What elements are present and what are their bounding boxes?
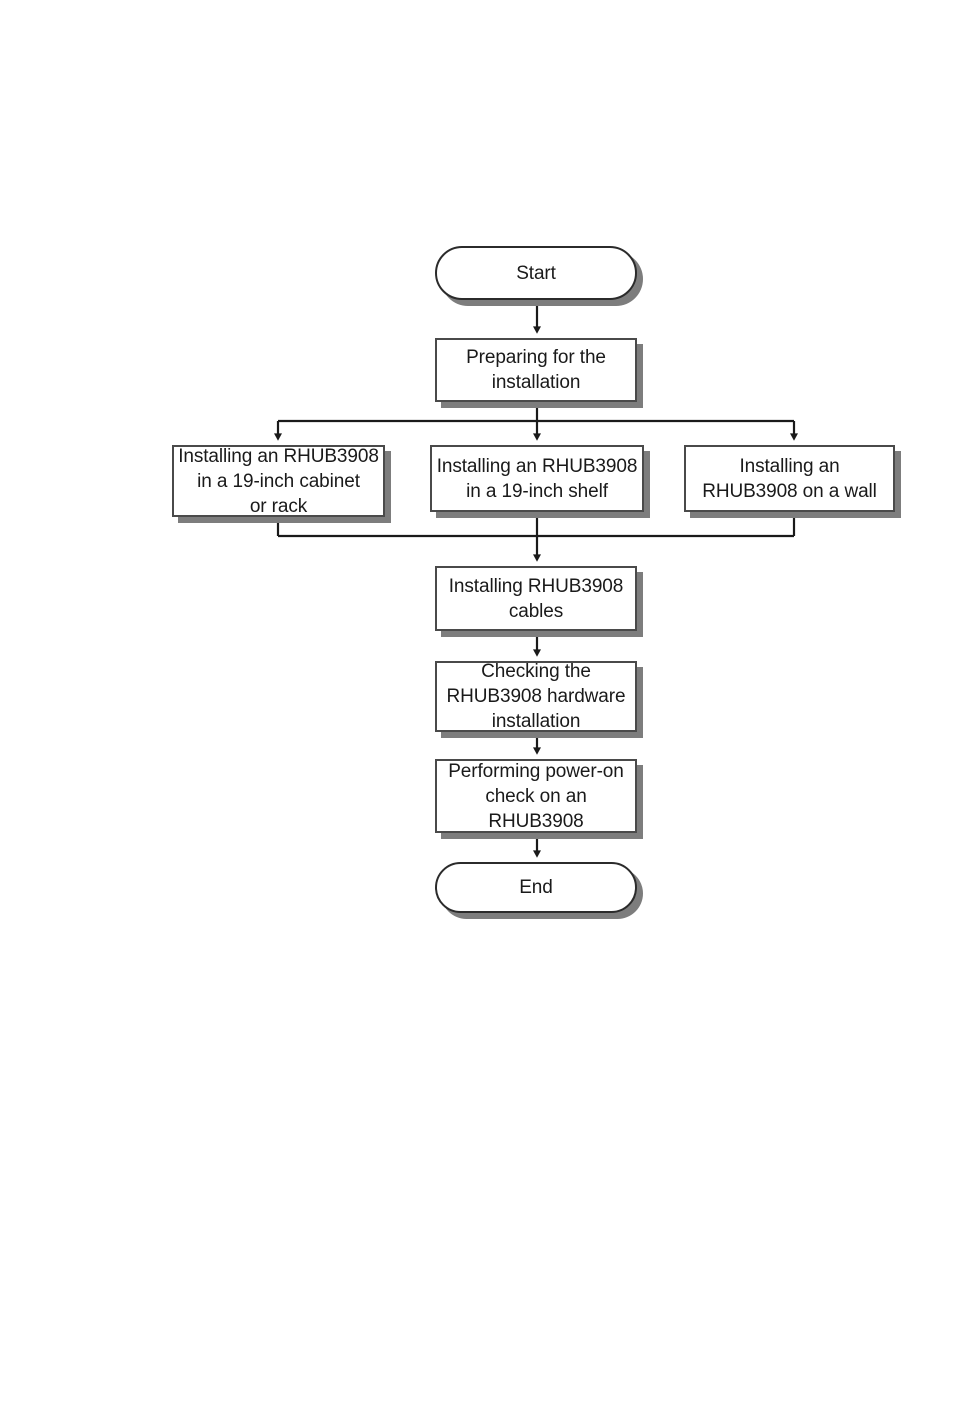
flow-node-performing-power-on-check-label: Performing power-on check on an RHUB3908: [448, 760, 624, 832]
flow-node-preparing-for-the-installation-label: Preparing for the installation: [466, 347, 606, 393]
flow-node-start[interactable]: Start: [435, 246, 637, 300]
flow-node-install-in-shelf-label: Installing an RHUB3908 in a 19-inch shel…: [436, 455, 638, 502]
flow-node-checking-hardware-installation-label: Checking the RHUB3908 hardware installat…: [446, 661, 626, 732]
flow-node-start-label: Start: [516, 262, 556, 284]
flow-node-installing-cables-label: Installing RHUB3908 cables: [448, 575, 624, 622]
flow-node-preparing-for-the-installation[interactable]: Preparing for the installation: [435, 338, 637, 402]
flow-node-install-on-wall-label: Installing an RHUB3908 on a wall: [702, 455, 877, 502]
flow-node-install-in-shelf[interactable]: Installing an RHUB3908 in a 19-inch shel…: [430, 445, 644, 512]
flow-node-installing-cables[interactable]: Installing RHUB3908 cables: [435, 566, 637, 631]
flow-node-end-label: End: [519, 877, 553, 898]
flow-node-end[interactable]: End: [435, 862, 637, 913]
flow-node-install-on-wall[interactable]: Installing an RHUB3908 on a wall: [684, 445, 895, 512]
flow-node-install-in-cabinet-or-rack-label: Installing an RHUB3908 in a 19-inch cabi…: [178, 445, 379, 517]
flow-node-performing-power-on-check[interactable]: Performing power-on check on an RHUB3908: [435, 759, 637, 833]
flow-node-checking-hardware-installation[interactable]: Checking the RHUB3908 hardware installat…: [435, 661, 637, 732]
flow-node-install-in-cabinet-or-rack[interactable]: Installing an RHUB3908 in a 19-inch cabi…: [172, 445, 385, 517]
